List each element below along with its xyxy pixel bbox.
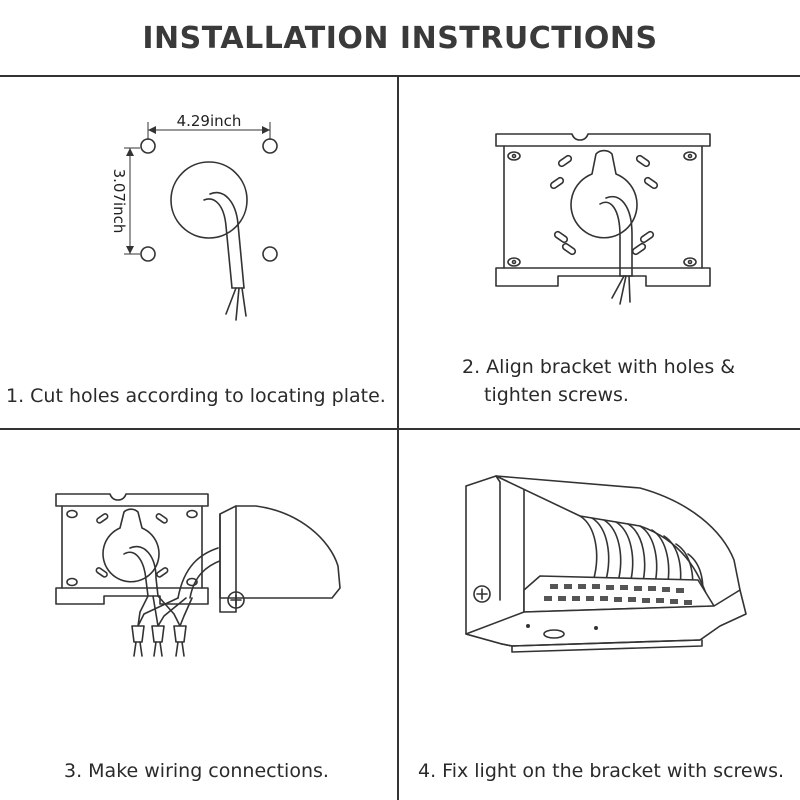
wall-light-fixture-icon	[465, 475, 747, 653]
divider-vertical	[397, 76, 399, 800]
step-4-caption: 4. Fix light on the bracket with screws.	[418, 760, 785, 782]
locating-plate-icon: 4.29inch 3.07inch	[110, 112, 278, 321]
divider-middle	[0, 428, 800, 430]
divider-top	[0, 75, 800, 77]
step-2-caption-line-2: tighten screws.	[484, 384, 629, 406]
page-title: INSTALLATION INSTRUCTIONS	[142, 20, 658, 56]
wiring-connection-icon	[55, 493, 341, 657]
height-dimension: 3.07inch	[110, 169, 128, 234]
width-dimension: 4.29inch	[177, 112, 242, 130]
mounting-bracket-icon	[495, 133, 711, 305]
step-3-caption: 3. Make wiring connections.	[64, 760, 329, 782]
step-2-caption-line-1: 2. Align bracket with holes &	[462, 356, 736, 378]
step-1-caption: 1. Cut holes according to locating plate…	[6, 385, 386, 407]
